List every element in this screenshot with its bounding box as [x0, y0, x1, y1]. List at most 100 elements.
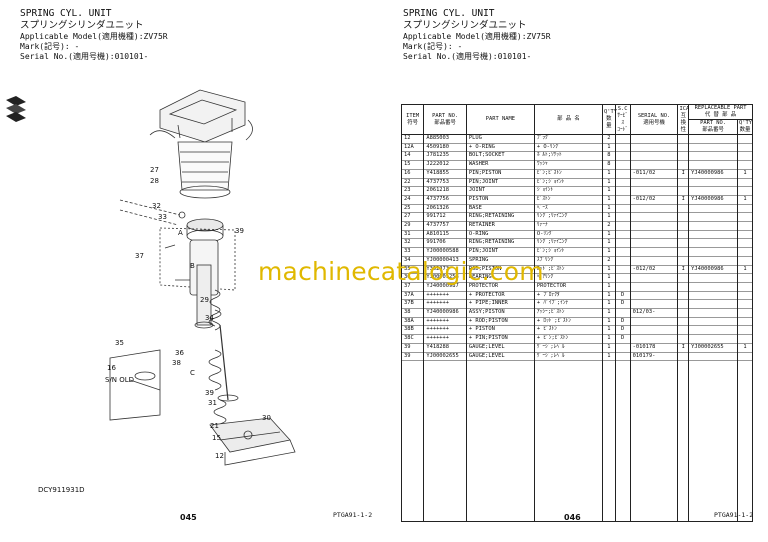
left-header: SPRING CYL. UNIT スプリングシリンダユニット Applicabl… — [20, 8, 168, 62]
row-serial — [629, 282, 679, 292]
table-filler-cell — [629, 360, 679, 523]
row-part-name: WASHER — [465, 160, 535, 170]
row-serial — [629, 247, 679, 257]
row-ica — [677, 273, 690, 283]
row-name-jp: ｽﾌﾟﾘﾝｸﾞ — [533, 256, 603, 266]
row-rep-part-no — [688, 212, 739, 222]
row-name-jp: + ﾋﾟﾝ;ﾋﾟｽﾄﾝ — [533, 334, 603, 344]
col-replaceable: REPLACEABLE PART 代 替 部 品 — [688, 104, 753, 120]
row-part-no: +++++++ — [423, 317, 467, 326]
row-ica — [677, 221, 690, 231]
row-rep-part-no — [688, 186, 739, 196]
row-ica — [677, 334, 690, 344]
row-part-name: JOINT — [465, 186, 535, 196]
row-serial — [629, 212, 679, 222]
row-part-name: PIN;JOINT — [465, 247, 535, 257]
row-qty: 1 — [601, 291, 616, 300]
row-rep-qty — [737, 186, 753, 196]
row-part-no: Y418855 — [423, 169, 467, 179]
row-ica: I — [677, 195, 690, 205]
row-qty: 2 — [601, 256, 616, 266]
row-name-jp: O-ﾘﾝｸﾞ — [533, 230, 603, 239]
row-item: 12 — [400, 134, 425, 144]
col-rep-qty: Q'TY 数量 — [737, 119, 753, 135]
row-ica — [677, 291, 690, 300]
row-ica — [677, 160, 690, 170]
row-part-name: RING;RETAINING — [465, 212, 535, 222]
row-service-code — [614, 282, 631, 292]
row-rep-part-no: YJ40000986 — [688, 169, 739, 179]
right-title: SPRING CYL. UNIT — [403, 8, 495, 19]
row-name-jp: ﾋﾟﾝ;ｼﾞｮｲﾝﾄ — [533, 247, 603, 257]
row-item: 25 — [400, 204, 425, 213]
col-item: ITEM 符号 — [400, 104, 425, 135]
row-qty: 1 — [601, 282, 616, 292]
callout-29: 29 — [200, 296, 209, 304]
table-filler-row — [400, 360, 753, 523]
row-item: 37B — [400, 299, 425, 309]
callout-39b: 39 — [205, 389, 214, 397]
row-item: 27 — [400, 212, 425, 222]
row-rep-qty — [737, 282, 753, 292]
table-filler-cell — [465, 360, 535, 523]
row-service-code — [614, 169, 631, 179]
row-rep-qty — [737, 221, 753, 231]
row-item: 16 — [400, 169, 425, 179]
row-name-jp: + ﾌﾟﾛﾃｸﾀ — [533, 291, 603, 300]
parts-diagram: 27 28 32 33 37 39 B A 29 34 35 16 S/N OL… — [105, 89, 296, 466]
row-qty: 1 — [601, 308, 616, 318]
row-qty: 1 — [601, 317, 616, 326]
row-rep-qty — [737, 212, 753, 222]
diagram-code: DCY911931D — [38, 486, 85, 494]
row-part-no: +++++++ — [423, 325, 467, 335]
callout-39: 39 — [235, 227, 244, 235]
row-qty: 8 — [601, 151, 616, 161]
right-header: SPRING CYL. UNIT スプリングシリンダユニット Applicabl… — [403, 8, 551, 62]
row-rep-qty — [737, 230, 753, 239]
row-item: 37A — [400, 291, 425, 300]
row-qty: 1 — [601, 186, 616, 196]
row-item: 32 — [400, 238, 425, 248]
row-service-code — [614, 352, 631, 361]
row-serial — [629, 299, 679, 309]
right-title-jp: スプリングシリンダユニット — [403, 20, 527, 31]
row-rep-part-no: YJ40000986 — [688, 195, 739, 205]
row-rep-qty: 1 — [737, 195, 753, 205]
row-name-jp: ﾘﾝｸﾞ;ﾘﾃｲﾆﾝｸﾞ — [533, 212, 603, 222]
row-name-jp: ｱｯｼｰ;ﾋﾟｽﾄﾝ — [533, 308, 603, 318]
row-service-code — [614, 247, 631, 257]
row-ica: I — [677, 343, 690, 353]
row-item: 15 — [400, 160, 425, 170]
row-rep-qty — [737, 204, 753, 213]
row-qty: 1 — [601, 325, 616, 335]
row-rep-part-no — [688, 247, 739, 257]
row-qty: 1 — [601, 299, 616, 309]
row-item: 38B — [400, 325, 425, 335]
row-service-code — [614, 160, 631, 170]
row-service-code — [614, 178, 631, 187]
row-qty: 1 — [601, 247, 616, 257]
row-item: 33 — [400, 247, 425, 257]
row-ica — [677, 317, 690, 326]
row-rep-part-no — [688, 143, 739, 152]
row-service-code — [614, 343, 631, 353]
row-serial — [629, 291, 679, 300]
row-name-jp: ﾎﾞﾙﾄ;ｿｹｯﾄ — [533, 151, 603, 161]
row-service-code — [614, 186, 631, 196]
callout-37: 37 — [135, 252, 144, 260]
callout-31: 31 — [208, 399, 217, 407]
row-qty: 1 — [601, 265, 616, 274]
right-serial: Serial No.(適用号機):010101- — [403, 52, 532, 61]
row-rep-qty — [737, 334, 753, 344]
row-item: 36 — [400, 273, 425, 283]
row-rep-part-no — [688, 178, 739, 187]
row-name-jp: ｼﾞｮｲﾝﾄ — [533, 186, 603, 196]
row-part-name: + O-RING — [465, 143, 535, 152]
